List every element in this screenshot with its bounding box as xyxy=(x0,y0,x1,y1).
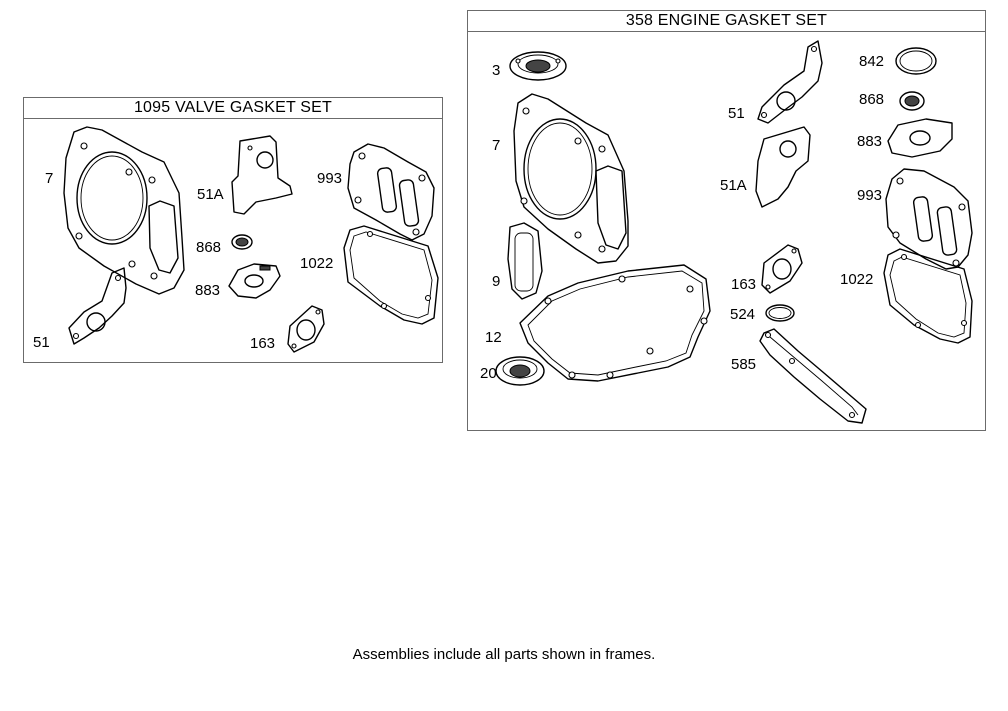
callout-7: 7 xyxy=(45,170,54,187)
callout-993: 993 xyxy=(857,187,883,204)
part-524-o-ring[interactable] xyxy=(765,304,795,322)
callout-883: 883 xyxy=(857,133,883,150)
callout-163: 163 xyxy=(731,276,757,293)
part-20-oil-seal[interactable] xyxy=(495,356,545,386)
callout-883: 883 xyxy=(195,282,221,299)
assemblies-footnote: Assemblies include all parts shown in fr… xyxy=(352,646,656,663)
callout-51a: 51A xyxy=(720,177,747,194)
callout-524: 524 xyxy=(730,306,756,323)
part-51a-plate[interactable] xyxy=(755,126,811,208)
callout-1022: 1022 xyxy=(840,271,874,288)
callout-868: 868 xyxy=(859,91,885,108)
callout-1022: 1022 xyxy=(300,255,334,272)
engine-gasket-set-title: 358 ENGINE GASKET SET xyxy=(468,11,985,32)
valve-gasket-set-title: 1095 VALVE GASKET SET xyxy=(24,98,442,119)
part-868-seal[interactable] xyxy=(899,91,925,111)
part-883-gasket[interactable] xyxy=(887,118,953,158)
callout-20: 20 xyxy=(480,365,497,382)
part-9-gasket[interactable] xyxy=(507,222,543,300)
callout-163: 163 xyxy=(250,335,276,352)
part-163-gasket[interactable] xyxy=(287,305,325,353)
valve-gasket-set-frame: 1095 VALVE GASKET SET xyxy=(23,97,443,363)
callout-12: 12 xyxy=(485,329,502,346)
part-1022-gasket[interactable] xyxy=(343,225,439,325)
part-7-head-gasket[interactable] xyxy=(513,93,629,264)
part-12-crankcase-gasket[interactable] xyxy=(519,264,711,382)
callout-3: 3 xyxy=(492,62,501,79)
callout-993: 993 xyxy=(317,170,343,187)
part-51a-plate[interactable] xyxy=(231,135,293,215)
part-883-gasket[interactable] xyxy=(228,263,281,299)
callout-51a: 51A xyxy=(197,186,224,203)
part-51-gasket[interactable] xyxy=(757,40,823,124)
callout-7: 7 xyxy=(492,137,501,154)
valve-gasket-set-drawing xyxy=(63,126,439,353)
engine-gasket-set-frame: 358 ENGINE GASKET SET xyxy=(467,10,986,431)
part-993-gasket[interactable] xyxy=(347,143,435,241)
callout-51: 51 xyxy=(33,334,50,351)
callout-868: 868 xyxy=(196,239,222,256)
callout-9: 9 xyxy=(492,273,501,290)
callout-585: 585 xyxy=(731,356,757,373)
part-1022-gasket[interactable] xyxy=(883,248,973,344)
callout-51: 51 xyxy=(728,105,745,122)
callout-842: 842 xyxy=(859,53,885,70)
part-868-seal[interactable] xyxy=(231,234,253,250)
part-842-ring[interactable] xyxy=(895,47,937,75)
part-163-gasket[interactable] xyxy=(761,244,803,294)
part-7-head-gasket[interactable] xyxy=(63,126,185,295)
engine-gasket-set-drawing xyxy=(495,40,973,424)
part-993-gasket[interactable] xyxy=(885,168,973,270)
part-51-gasket[interactable] xyxy=(68,267,127,345)
part-585-gasket[interactable] xyxy=(759,328,867,424)
part-3-oil-seal[interactable] xyxy=(509,51,567,81)
